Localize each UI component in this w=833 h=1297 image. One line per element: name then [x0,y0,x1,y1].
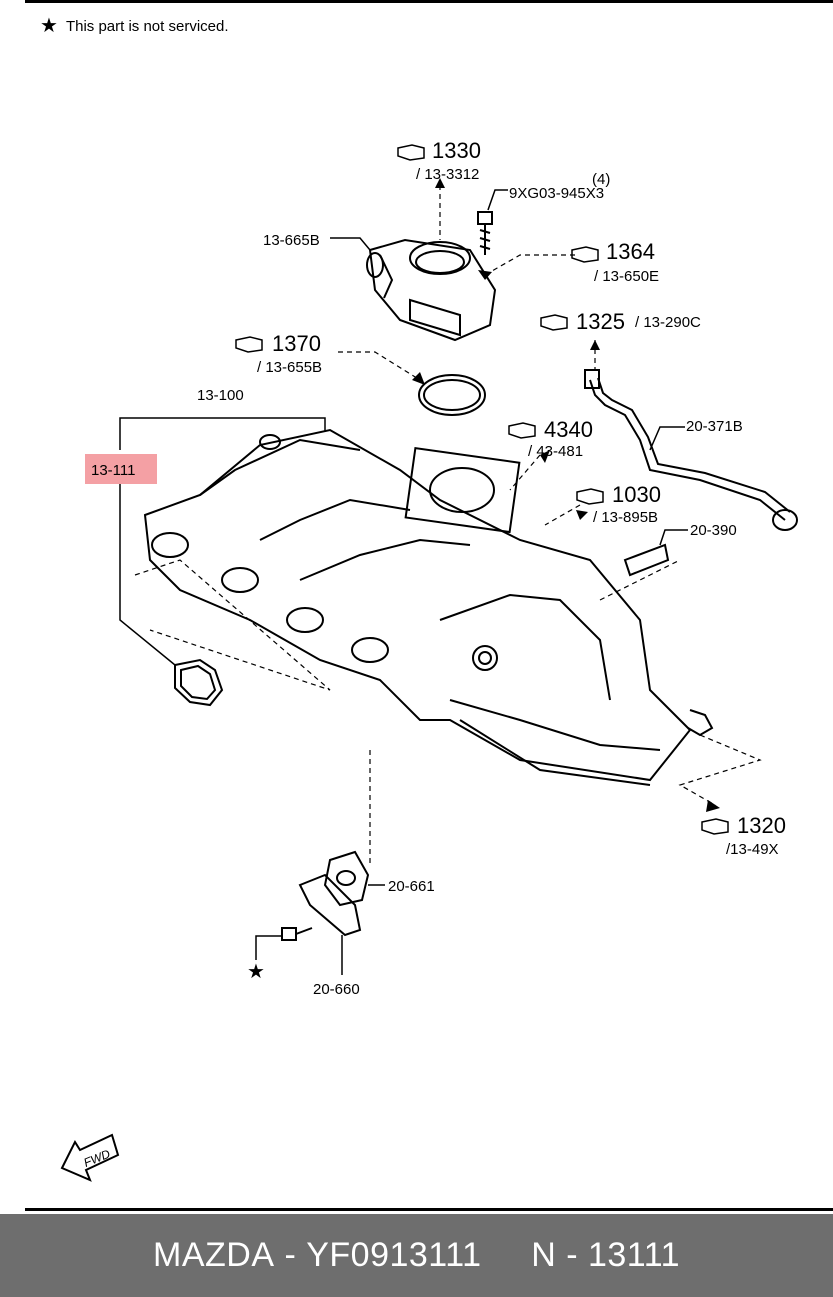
label-ref-1325: 1325 [576,309,625,334]
solenoid-valve [281,850,370,941]
hand-ref-icon [540,314,568,331]
label-bolt-9xg03: 9XG03-945X3 [509,185,604,202]
footer-ref: N - 13111 [531,1236,680,1274]
hand-ref-icon [397,144,425,161]
footer-separator: - [274,1236,307,1274]
label-ref-1330: 1330 [432,138,481,163]
footer-brand: MAZDA [153,1236,275,1274]
bracket-20-390 [623,543,670,577]
hand-ref-icon [508,422,536,439]
service-note-text: This part is not serviced. [65,17,229,35]
label-ref-1370: 1370 [272,331,321,356]
label-part-20-660: 20-660 [313,981,360,998]
footer-bar: MAZDA - YF0913111 N - 13111 [0,1214,833,1297]
bolt-9xg03 [477,211,493,255]
manifold-gasket [174,658,224,707]
hand-ref-icon [571,246,599,263]
label-ref-4340: 4340 [544,417,593,442]
highlight-13-111 [85,454,157,484]
label-qty-4: (4) [592,171,610,188]
hand-ref-icon [701,818,729,835]
label-part-20-371b: 20-371B [686,418,743,435]
star-icon: ★ [40,15,58,37]
pcv-hose [584,369,798,531]
label-ref-1030: 1030 [612,482,661,507]
fwd-label: FWD [82,1147,113,1170]
hand-ref-icon [235,336,263,353]
intake-manifold [143,428,714,786]
label-ref-43-481: / 43-481 [528,443,583,460]
service-note: ★ This part is not serviced. [40,16,229,36]
footer-gap [481,1236,531,1275]
bottom-rule [25,1208,833,1211]
throttle-body [366,238,497,342]
label-ref-13-655b: / 13-655B [257,359,322,376]
label-ref-13-650e: / 13-650E [594,268,659,285]
star-icon: ★ [247,961,265,983]
label-part-13-111: 13-111 [91,462,135,479]
label-ref-13-3312: / 13-3312 [416,166,479,183]
label-part-20-390: 20-390 [690,522,737,539]
hand-ref-icon [576,488,604,505]
label-ref-13-49x: /13-49X [726,841,779,858]
label-ref-1364: 1364 [606,239,655,264]
label-ref-13-895b: / 13-895B [593,509,658,526]
label-ref-1320: 1320 [737,813,786,838]
fwd-arrow-icon [60,1133,120,1182]
parts-diagram: ★ 1330 / 13-3312 (4) 9XG03-945X3 13-665B… [60,138,798,1182]
top-rule [25,0,833,3]
label-part-13-665b: 13-665B [263,232,320,249]
gasket-ring [418,374,486,416]
footer-part-number: YF0913111 [306,1236,482,1274]
label-ref-13-290c: / 13-290C [635,314,701,331]
label-part-13-100: 13-100 [197,387,244,404]
label-part-20-661: 20-661 [388,878,435,895]
